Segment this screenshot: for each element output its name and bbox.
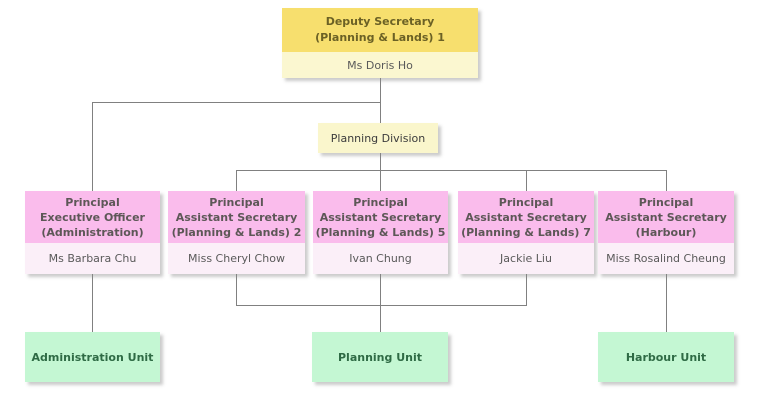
org-node-pas-planning-lands-5: Principal Assistant Secretary (Planning … (313, 191, 448, 274)
connector-pas7-down (526, 274, 527, 305)
officer-title: Principal Assistant Secretary (Planning … (313, 191, 448, 243)
org-node-principal-executive-officer-admin: Principal Executive Officer (Administrat… (25, 191, 160, 274)
officer-title: Principal Executive Officer (Administrat… (25, 191, 160, 243)
org-node-planning-division: Planning Division (318, 123, 438, 153)
officer-name: Ms Barbara Chu (25, 243, 160, 274)
org-node-pas-harbour: Principal Assistant Secretary (Harbour) … (598, 191, 734, 274)
officer-name: Miss Cheryl Chow (168, 243, 305, 274)
connector-branch-left (92, 102, 381, 103)
connector-branch-officers (236, 170, 667, 171)
harbour-unit-label: Harbour Unit (625, 350, 707, 364)
officer-title: Principal Assistant Secretary (Planning … (458, 191, 594, 243)
org-node-pas-planning-lands-2: Principal Assistant Secretary (Planning … (168, 191, 305, 274)
connector-drop-peo-admin (92, 102, 93, 191)
connector-pas2-down (236, 274, 237, 305)
connector-pas5-to-planning-unit (380, 274, 381, 332)
connector-drop-pas-harbour (666, 170, 667, 191)
officer-name: Jackie Liu (458, 243, 594, 274)
connector-branch-planning-unit (236, 305, 527, 306)
officer-title: Principal Assistant Secretary (Harbour) (598, 191, 734, 243)
planning-division-label: Planning Division (330, 131, 426, 145)
org-node-administration-unit: Administration Unit (25, 332, 160, 382)
connector-harbour-to-harbour-unit (666, 274, 667, 332)
connector-division-out (380, 153, 381, 170)
officer-name: Ivan Chung (313, 243, 448, 274)
deputy-secretary-title: Deputy Secretary (Planning & Lands) 1 (282, 8, 478, 52)
officer-title: Principal Assistant Secretary (Planning … (168, 191, 305, 243)
org-node-planning-unit: Planning Unit (312, 332, 448, 382)
connector-drop-pas5 (380, 170, 381, 191)
connector-drop-pas2 (236, 170, 237, 191)
connector-peo-to-admin-unit (92, 274, 93, 332)
administration-unit-label: Administration Unit (31, 350, 154, 364)
org-node-pas-planning-lands-7: Principal Assistant Secretary (Planning … (458, 191, 594, 274)
officer-name: Miss Rosalind Cheung (598, 243, 734, 274)
org-node-harbour-unit: Harbour Unit (598, 332, 734, 382)
deputy-secretary-name: Ms Doris Ho (282, 52, 478, 78)
org-node-deputy-secretary: Deputy Secretary (Planning & Lands) 1 Ms… (282, 8, 478, 78)
planning-unit-label: Planning Unit (337, 350, 422, 364)
connector-drop-pas7 (526, 170, 527, 191)
connector-deputy-to-division (380, 78, 381, 123)
